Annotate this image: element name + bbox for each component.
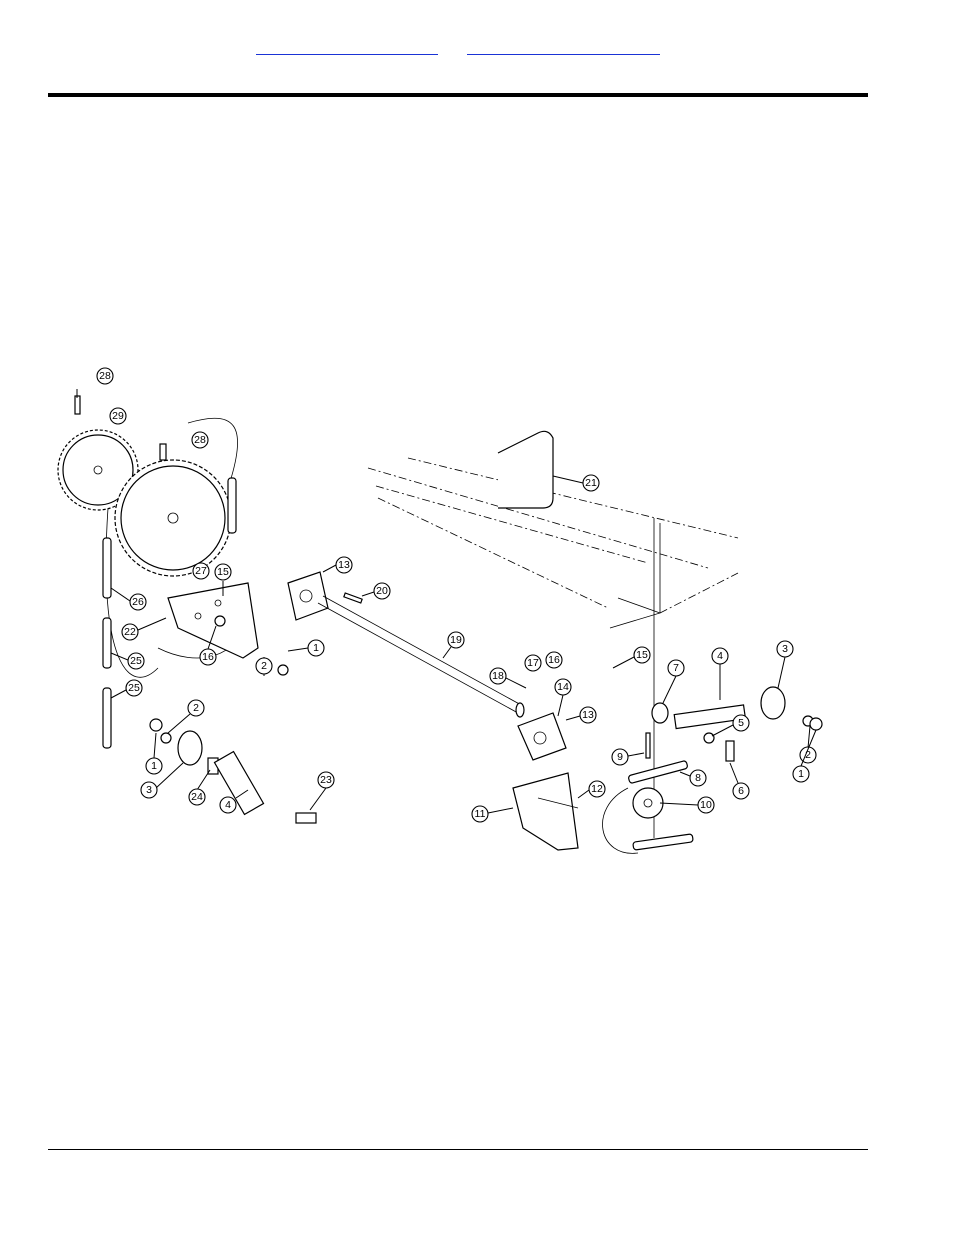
callout-9: 9	[612, 749, 644, 765]
callout-22: 22	[122, 618, 166, 640]
bearing-13-left	[288, 572, 328, 620]
callout-24: 24	[189, 770, 210, 805]
svg-text:28: 28	[194, 434, 206, 446]
svg-text:16: 16	[548, 654, 560, 666]
callout-17: 17	[525, 655, 541, 671]
svg-text:25: 25	[130, 655, 142, 667]
header-link-2[interactable]	[467, 38, 660, 55]
callout-11: 11	[472, 806, 513, 822]
parts-diagram: 28 29 28 21 13 27 15 20 26 22 16 1 2 25 …	[48, 358, 828, 858]
svg-text:19: 19	[450, 634, 462, 646]
svg-text:20: 20	[376, 585, 388, 597]
bracket-22	[168, 583, 258, 658]
callout-27: 27	[193, 563, 209, 579]
svg-text:6: 6	[738, 785, 744, 797]
callout-7: 7	[663, 660, 684, 703]
bearing-13-right	[518, 713, 566, 760]
svg-text:1: 1	[798, 768, 804, 780]
svg-text:2: 2	[261, 660, 267, 672]
callout-28: 28	[192, 432, 208, 448]
svg-text:13: 13	[582, 709, 594, 721]
svg-text:26: 26	[132, 596, 144, 608]
svg-text:10: 10	[700, 799, 712, 811]
svg-text:4: 4	[225, 799, 231, 811]
svg-text:16: 16	[202, 651, 214, 663]
svg-text:12: 12	[591, 783, 603, 795]
svg-text:18: 18	[492, 670, 504, 682]
callout-8: 8	[680, 770, 706, 786]
callout-15-right: 15	[613, 647, 650, 668]
callout-18: 18	[490, 668, 526, 688]
sprocket-10	[633, 788, 663, 818]
callout-4-right: 4	[712, 648, 728, 700]
svg-text:27: 27	[195, 565, 207, 577]
bracket-11	[513, 773, 578, 850]
svg-text:4: 4	[717, 650, 723, 662]
svg-text:14: 14	[557, 681, 569, 693]
svg-text:5: 5	[738, 717, 744, 729]
svg-text:7: 7	[673, 662, 679, 674]
exploded-view-drawing: 28 29 28 21 13 27 15 20 26 22 16 1 2 25 …	[48, 358, 828, 858]
callout-26: 26	[111, 588, 146, 610]
callout-6: 6	[730, 763, 749, 799]
svg-text:17: 17	[527, 657, 539, 669]
svg-text:21: 21	[585, 477, 597, 489]
svg-text:1: 1	[151, 760, 157, 772]
callout-1-upper-left: 1	[288, 640, 324, 656]
svg-text:24: 24	[191, 791, 203, 803]
callout-2-right: 2	[800, 726, 816, 763]
callout-20: 20	[362, 583, 390, 599]
svg-text:15: 15	[636, 649, 648, 661]
callout-23: 23	[310, 772, 334, 810]
callout-14: 14	[555, 679, 571, 716]
svg-text:28: 28	[99, 370, 111, 382]
svg-text:22: 22	[124, 626, 136, 638]
callout-3-right: 3	[777, 641, 793, 688]
callout-10: 10	[660, 797, 714, 813]
callout-21: 21	[553, 475, 599, 491]
callout-29: 29	[110, 408, 126, 424]
callout-2-left: 2	[168, 700, 204, 733]
svg-text:25: 25	[128, 682, 140, 694]
callout-2-upper-left: 2	[256, 657, 272, 676]
svg-text:3: 3	[782, 643, 788, 655]
svg-text:29: 29	[112, 410, 124, 422]
footer-rule	[48, 1149, 868, 1150]
callout-1-left: 1	[146, 733, 162, 774]
callout-13-left: 13	[323, 557, 352, 573]
svg-text:15: 15	[217, 566, 229, 578]
handle-21	[498, 431, 553, 508]
svg-text:11: 11	[475, 808, 486, 820]
callout-19: 19	[443, 632, 464, 658]
callout-25-upper: 25	[111, 653, 144, 669]
callout-12: 12	[578, 781, 605, 798]
callout-28-top: 28	[77, 368, 113, 398]
svg-text:2: 2	[193, 702, 199, 714]
svg-text:9: 9	[617, 751, 623, 763]
shaft-19	[318, 596, 524, 717]
svg-text:1: 1	[313, 642, 319, 654]
header-rule	[48, 93, 868, 97]
svg-text:23: 23	[320, 774, 332, 786]
svg-text:13: 13	[338, 559, 350, 571]
callout-13-right: 13	[566, 707, 596, 723]
svg-text:3: 3	[146, 784, 152, 796]
callout-25-lower: 25	[111, 680, 142, 698]
callout-16-right: 16	[546, 652, 562, 668]
header-link-1[interactable]	[256, 38, 438, 55]
svg-text:8: 8	[695, 772, 701, 784]
